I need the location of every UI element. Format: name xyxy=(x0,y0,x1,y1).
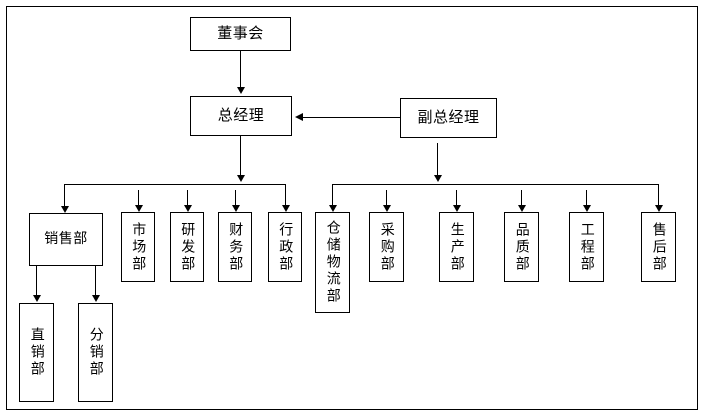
arrowhead-production xyxy=(453,205,461,212)
node-production[interactable]: 生产部 xyxy=(439,212,474,282)
drop-to-rnd xyxy=(187,190,188,208)
arrowhead-gm-to-bus xyxy=(237,175,245,182)
node-rnd-label: 研发部 xyxy=(179,221,196,273)
node-distribution-label: 分销部 xyxy=(87,327,104,378)
node-finance-label: 财务部 xyxy=(227,221,244,273)
node-after-sales[interactable]: 售后部 xyxy=(641,212,676,282)
node-purchasing[interactable]: 采购部 xyxy=(369,212,404,282)
node-engineering-label: 工程部 xyxy=(578,221,595,273)
node-warehouse-logistics-label: 仓储物流部 xyxy=(324,220,341,305)
diagram-frame xyxy=(6,6,698,410)
arrowhead-board-to-gm xyxy=(237,87,245,94)
node-warehouse-logistics[interactable]: 仓储物流部 xyxy=(315,212,350,313)
arrowhead-purchasing xyxy=(383,205,391,212)
connector-gm-to-bus xyxy=(240,135,241,177)
node-deputy-general-manager-label: 副总经理 xyxy=(417,108,480,127)
connector-deputy-to-bus xyxy=(437,143,438,177)
arrowhead-direct-sales xyxy=(33,295,41,302)
node-quality-label: 品质部 xyxy=(513,221,530,273)
node-admin-label: 行政部 xyxy=(277,221,294,273)
arrowhead-rnd xyxy=(184,205,192,212)
node-rnd[interactable]: 研发部 xyxy=(170,212,204,282)
node-production-label: 生产部 xyxy=(448,221,465,273)
drop-to-admin xyxy=(285,184,286,208)
node-board[interactable]: 董事会 xyxy=(190,17,291,51)
arrowhead-warehouse-logistics xyxy=(329,205,337,212)
node-general-manager[interactable]: 总经理 xyxy=(190,96,292,136)
drop-to-quality xyxy=(521,190,522,208)
drop-to-production xyxy=(456,190,457,208)
node-distribution[interactable]: 分销部 xyxy=(78,303,113,402)
node-board-label: 董事会 xyxy=(217,24,264,43)
node-direct-sales[interactable]: 直销部 xyxy=(19,303,54,402)
arrowhead-marketing xyxy=(135,205,143,212)
node-after-sales-label: 售后部 xyxy=(650,221,667,273)
arrowhead-sales xyxy=(61,206,69,213)
node-sales[interactable]: 销售部 xyxy=(29,213,103,266)
bus-right-departments xyxy=(332,184,658,185)
node-engineering[interactable]: 工程部 xyxy=(569,212,604,282)
node-quality[interactable]: 品质部 xyxy=(504,212,539,282)
node-deputy-general-manager[interactable]: 副总经理 xyxy=(400,98,497,138)
node-admin[interactable]: 行政部 xyxy=(268,212,302,282)
drop-to-purchasing xyxy=(386,190,387,208)
bus-left-departments xyxy=(64,184,286,185)
node-direct-sales-label: 直销部 xyxy=(28,327,45,378)
node-purchasing-label: 采购部 xyxy=(378,221,395,273)
drop-to-sales xyxy=(64,184,65,208)
arrowhead-deputy-to-bus xyxy=(434,175,442,182)
drop-to-warehouse-logistics xyxy=(332,184,333,208)
drop-to-direct-sales xyxy=(36,266,37,296)
drop-to-marketing xyxy=(138,190,139,208)
connector-deputy-to-gm xyxy=(303,117,400,118)
drop-to-engineering xyxy=(586,190,587,208)
arrowhead-finance xyxy=(232,205,240,212)
node-sales-label: 销售部 xyxy=(44,231,88,248)
arrowhead-distribution xyxy=(92,295,100,302)
node-finance[interactable]: 财务部 xyxy=(218,212,252,282)
arrowhead-quality xyxy=(518,205,526,212)
node-marketing-label: 市场部 xyxy=(130,221,147,273)
arrowhead-admin xyxy=(282,205,290,212)
node-marketing[interactable]: 市场部 xyxy=(121,212,155,282)
drop-to-after-sales xyxy=(658,184,659,208)
arrowhead-deputy-to-gm xyxy=(295,113,303,121)
drop-to-distribution xyxy=(95,266,96,296)
connector-board-to-gm xyxy=(240,50,241,88)
arrowhead-engineering xyxy=(583,205,591,212)
node-general-manager-label: 总经理 xyxy=(217,106,265,125)
drop-to-finance xyxy=(235,190,236,208)
arrowhead-after-sales xyxy=(655,205,663,212)
